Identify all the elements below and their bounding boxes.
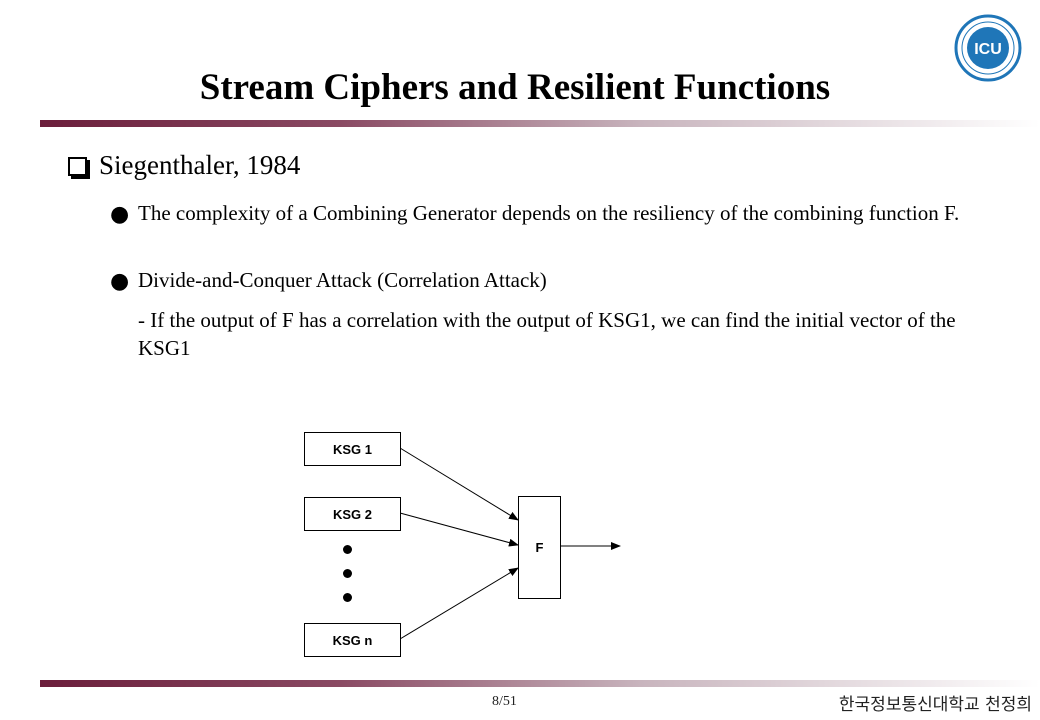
sub-bullet-text: Divide-and-Conquer Attack (Correlation A…: [138, 268, 547, 292]
detail-text: - If the output of F has a correlation w…: [138, 308, 956, 360]
logo-text: ICU: [974, 41, 1002, 58]
slide-title: Stream Ciphers and Resilient Functions: [199, 67, 831, 108]
function-f-box: F: [518, 496, 561, 599]
page-number: 8/51: [492, 694, 517, 709]
arrow-ksg1: [399, 447, 519, 521]
sub-bullet-detail: - If the output of F has a correlation w…: [110, 306, 990, 362]
sub-bullet-1: ● The complexity of a Combining Generato…: [110, 199, 990, 227]
ksg-1-box: KSG 1: [304, 432, 401, 466]
ksg-2-box: KSG 2: [304, 497, 401, 531]
round-bullet-icon: ●: [110, 269, 130, 294]
ellipsis-dot: [343, 545, 352, 554]
university-logo: ICU: [954, 14, 1022, 82]
ksg-n-box: KSG n: [304, 623, 401, 657]
square-bullet-icon: [68, 157, 87, 176]
round-bullet-icon: ●: [110, 202, 130, 227]
main-bullet: Siegenthaler, 1984: [68, 150, 300, 181]
footer-divider: [40, 680, 1040, 687]
arrow-ksg2: [399, 512, 519, 547]
ellipsis-dot: [343, 569, 352, 578]
ellipsis-dot: [343, 593, 352, 602]
sub-bullet-2: ● Divide-and-Conquer Attack (Correlation…: [110, 266, 990, 294]
sub-bullet-text: The complexity of a Combining Generator …: [138, 201, 960, 225]
arrow-ksgn: [399, 567, 519, 640]
title-divider: [40, 120, 1040, 127]
main-bullet-text: Siegenthaler, 1984: [99, 150, 301, 180]
footer-author: 한국정보통신대학교 천정희: [838, 695, 1032, 715]
